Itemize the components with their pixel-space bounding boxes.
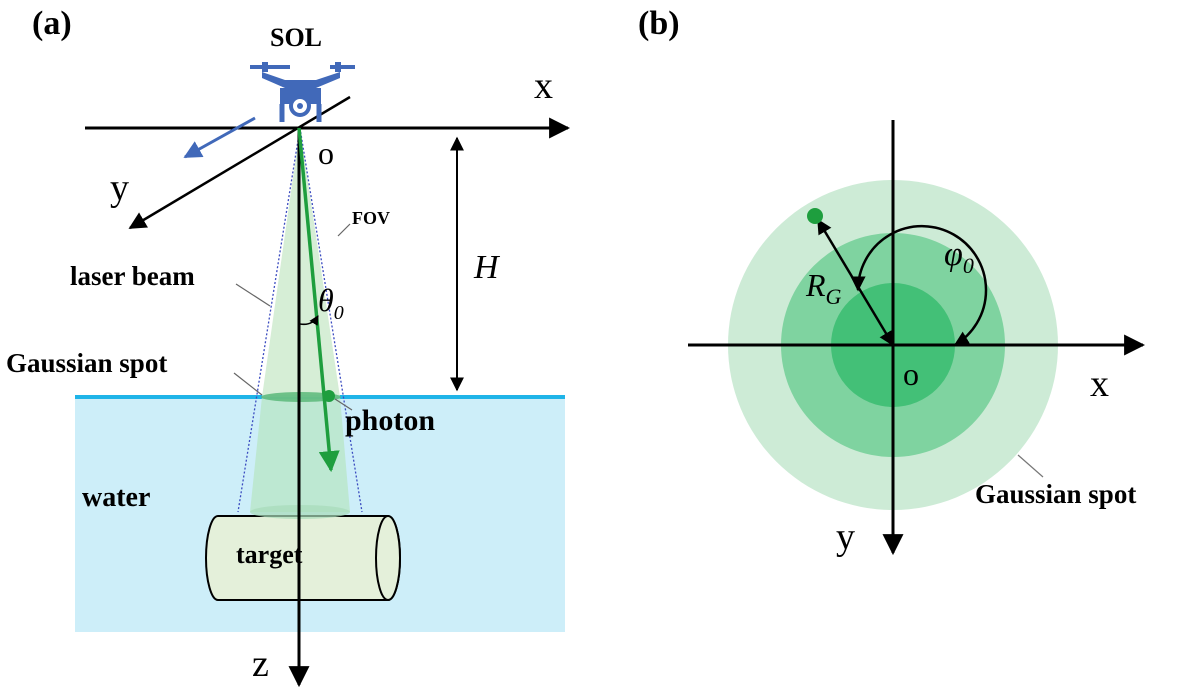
gaussian-spot-leader-b: [1017, 454, 1044, 478]
laser-beam-leader: [235, 283, 271, 307]
x-axis-label-a: x: [534, 65, 553, 107]
panel-b-label: (b): [638, 5, 680, 42]
fov-line-left: [237, 127, 301, 513]
radius-subscript: G: [826, 284, 842, 309]
theta-arc: [299, 315, 319, 326]
gaussian-spot-leader-a: [233, 372, 263, 396]
fov-line-right: [299, 127, 363, 513]
sol-label: SOL: [270, 23, 322, 52]
theta-label: θ0: [318, 282, 344, 324]
target-label: target: [236, 540, 303, 569]
radius-label: RG: [805, 267, 842, 309]
theta-subscript: 0: [334, 302, 344, 324]
water-label: water: [82, 482, 150, 513]
origin-label-a: o: [318, 135, 334, 171]
phi-label: φ0: [944, 236, 974, 278]
target-cylinder: [205, 515, 401, 601]
drone-icon: [183, 62, 355, 159]
photon-label: photon: [345, 404, 435, 437]
origin-label-b: o: [903, 356, 919, 392]
y-axis-label-a: y: [110, 167, 129, 209]
y-axis-label-b: y: [836, 516, 855, 558]
photon-path: [297, 127, 340, 473]
laser-beam-label: laser beam: [70, 261, 195, 291]
height-label: H: [473, 249, 501, 286]
gaussian-spot-ellipse: [261, 392, 341, 402]
x-axis-label-b: x: [1090, 363, 1109, 405]
phi-arc: [850, 224, 988, 347]
laser-beam-cone: [262, 128, 340, 397]
phi-subscript: 0: [963, 253, 974, 278]
photon-leader: [334, 398, 353, 411]
y-axis-a: [128, 95, 351, 230]
fov-label: FOV: [352, 208, 390, 228]
z-axis-label-a: z: [252, 643, 269, 685]
gaussian-spot-label-a: Gaussian spot: [6, 348, 167, 378]
gaussian-spot-label-b: Gaussian spot: [975, 479, 1136, 509]
panel-b: (b) x y o φ0 RG Gaussian spot: [638, 5, 1146, 558]
panel-a-label: (a): [32, 5, 72, 42]
photon-point-b: [807, 208, 823, 224]
fov-leader: [337, 223, 351, 237]
panel-a: (a) SOL x y z o FOV H θ0 laser beam Gaus…: [6, 5, 571, 688]
photon-dot: [323, 390, 335, 402]
